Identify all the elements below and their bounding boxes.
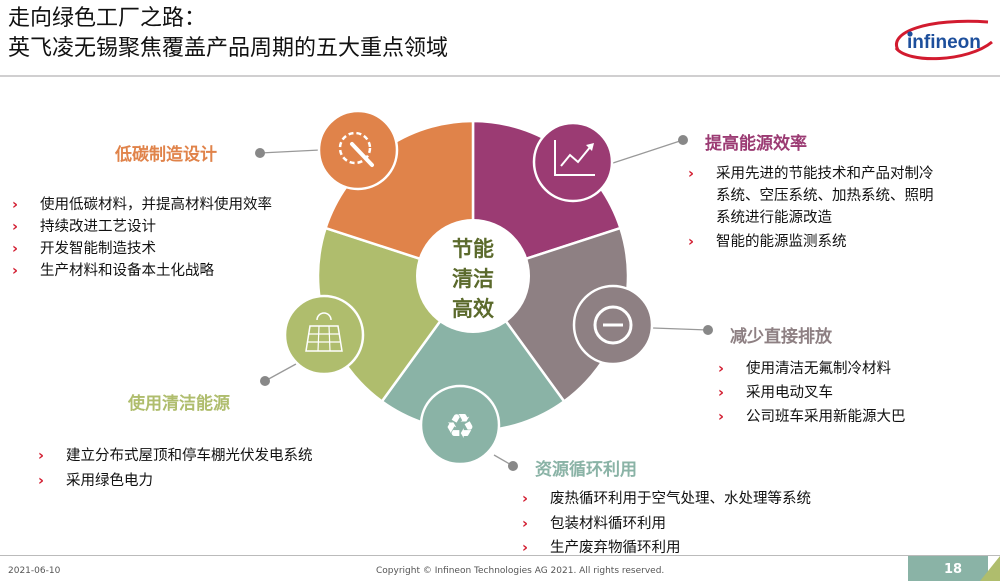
list-low-carbon: › 使用低碳材料，并提高材料使用效率 › 持续改进工艺设计 › 开发智能制造技术 › 生… — [12, 194, 272, 282]
list-item: › 采用绿色电力 — [38, 469, 313, 494]
list-item: › 生产废弃物循环利用 — [522, 536, 811, 561]
list-item-continuation: 系统进行能源改造 — [688, 207, 934, 229]
list-item: › 生产材料和设备本土化战略 — [12, 260, 272, 282]
heading-clean-energy: 使用清洁能源 — [128, 394, 230, 414]
page-number-box — [908, 556, 988, 581]
solar-panel-icon — [283, 294, 365, 376]
center-line-2: 清洁 — [452, 267, 494, 291]
dot-emission — [703, 325, 713, 335]
list-item: › 开发智能制造技术 — [12, 238, 272, 260]
list-emission: › 使用清洁无氟制冷材料 › 采用电动叉车 › 公司班车采用新能源大巴 — [718, 357, 906, 429]
chevron-icon: › — [522, 491, 528, 507]
gear-wrench-icon — [317, 109, 399, 191]
connector-clean-energy — [264, 363, 297, 382]
connector-low-carbon — [259, 149, 321, 154]
line-chart-icon — [532, 121, 614, 203]
chevron-icon: › — [522, 540, 528, 556]
list-energy-efficiency: › 采用先进的节能技术和产品对制冷 系统、空压系统、加热系统、照明 系统进行能源改… — [688, 163, 934, 253]
footer-divider — [0, 555, 1000, 556]
chevron-icon: › — [38, 448, 44, 464]
list-item: › 持续改进工艺设计 — [12, 216, 272, 238]
chevron-icon: › — [688, 166, 694, 182]
footer-copyright: Copyright © Infineon Technologies AG 202… — [376, 566, 665, 576]
heading-emission: 减少直接排放 — [730, 327, 832, 347]
list-clean-energy: › 建立分布式屋顶和停车棚光伏发电系统 › 采用绿色电力 — [38, 444, 313, 494]
list-item: › 废热循环利用于空气处理、水处理等系统 — [522, 487, 811, 512]
wheel-center — [416, 219, 530, 333]
wheel-center-text: 节能 清洁 高效 — [433, 234, 513, 324]
item-text: 生产材料和设备本土化战略 — [40, 263, 214, 279]
recycle-icon: ♻ — [419, 384, 501, 466]
connector-emission — [652, 327, 709, 331]
chevron-icon: › — [718, 385, 724, 401]
item-text: 使用低碳材料，并提高材料使用效率 — [40, 197, 272, 213]
chevron-icon: › — [12, 219, 18, 235]
minus-circle-icon — [572, 284, 654, 366]
footer-date: 2021-06-10 — [8, 566, 61, 576]
item-text: 采用绿色电力 — [66, 473, 153, 489]
chevron-icon: › — [12, 241, 18, 257]
chevron-icon: › — [12, 263, 18, 279]
list-item: › 公司班车采用新能源大巴 — [718, 405, 906, 429]
list-item: › 包装材料循环利用 — [522, 512, 811, 537]
chevron-icon: › — [718, 409, 724, 425]
item-text: 采用先进的节能技术和产品对制冷 — [716, 166, 934, 182]
page-number: 18 — [944, 562, 963, 577]
dot-low-carbon — [255, 148, 265, 158]
chevron-icon: › — [38, 473, 44, 489]
dot-recycling — [508, 461, 518, 471]
item-text: 公司班车采用新能源大巴 — [746, 409, 906, 425]
list-item: › 使用低碳材料，并提高材料使用效率 — [12, 194, 272, 216]
item-text: 系统进行能源改造 — [716, 210, 832, 226]
item-text: 系统、空压系统、加热系统、照明 — [716, 188, 934, 204]
item-text: 持续改进工艺设计 — [40, 219, 156, 235]
item-text: 建立分布式屋顶和停车棚光伏发电系统 — [66, 448, 313, 464]
svg-text:♻: ♻ — [445, 407, 475, 447]
center-line-1: 节能 — [452, 237, 494, 261]
item-text: 包装材料循环利用 — [550, 515, 666, 532]
item-text: 采用电动叉车 — [746, 385, 833, 401]
dot-energy — [678, 135, 688, 145]
dot-clean-energy — [260, 376, 270, 386]
item-text: 生产废弃物循环利用 — [550, 540, 681, 556]
list-item: › 采用电动叉车 — [718, 381, 906, 405]
svg-text:ınfineon: ınfineon — [907, 32, 981, 53]
infineon-logo: ınfineon — [894, 19, 993, 61]
item-text: 智能的能源监测系统 — [716, 234, 847, 250]
title-line-1: 走向绿色工厂之路： — [8, 6, 207, 31]
item-text: 废热循环利用于空气处理、水处理等系统 — [550, 491, 811, 507]
item-text: 使用清洁无氟制冷材料 — [746, 361, 891, 377]
footer-accent-stripe — [980, 556, 1000, 581]
list-recycling: › 废热循环利用于空气处理、水处理等系统 › 包装材料循环利用 › 生产废弃物循环利用 — [522, 487, 811, 561]
list-item: › 智能的能源监测系统 — [688, 231, 934, 253]
chevron-icon: › — [12, 197, 18, 213]
list-item-continuation: 系统、空压系统、加热系统、照明 — [688, 185, 934, 207]
header-divider — [0, 75, 1000, 77]
heading-low-carbon: 低碳制造设计 — [115, 145, 217, 165]
chevron-icon: › — [718, 361, 724, 377]
heading-recycling: 资源循环利用 — [535, 460, 637, 480]
list-item: › 建立分布式屋顶和停车棚光伏发电系统 — [38, 444, 313, 469]
center-line-3: 高效 — [452, 297, 494, 321]
heading-energy-efficiency: 提高能源效率 — [705, 134, 807, 154]
chevron-icon: › — [688, 234, 694, 250]
title-line-2: 英飞凌无锡聚焦覆盖产品周期的五大重点领域 — [8, 36, 449, 61]
connector-energy — [612, 139, 684, 164]
item-text: 开发智能制造技术 — [40, 241, 156, 257]
list-item: › 使用清洁无氟制冷材料 — [718, 357, 906, 381]
chevron-icon: › — [522, 515, 528, 532]
list-item: › 采用先进的节能技术和产品对制冷 — [688, 163, 934, 185]
page-title: 走向绿色工厂之路： 英飞凌无锡聚焦覆盖产品周期的五大重点领域 — [8, 4, 448, 64]
